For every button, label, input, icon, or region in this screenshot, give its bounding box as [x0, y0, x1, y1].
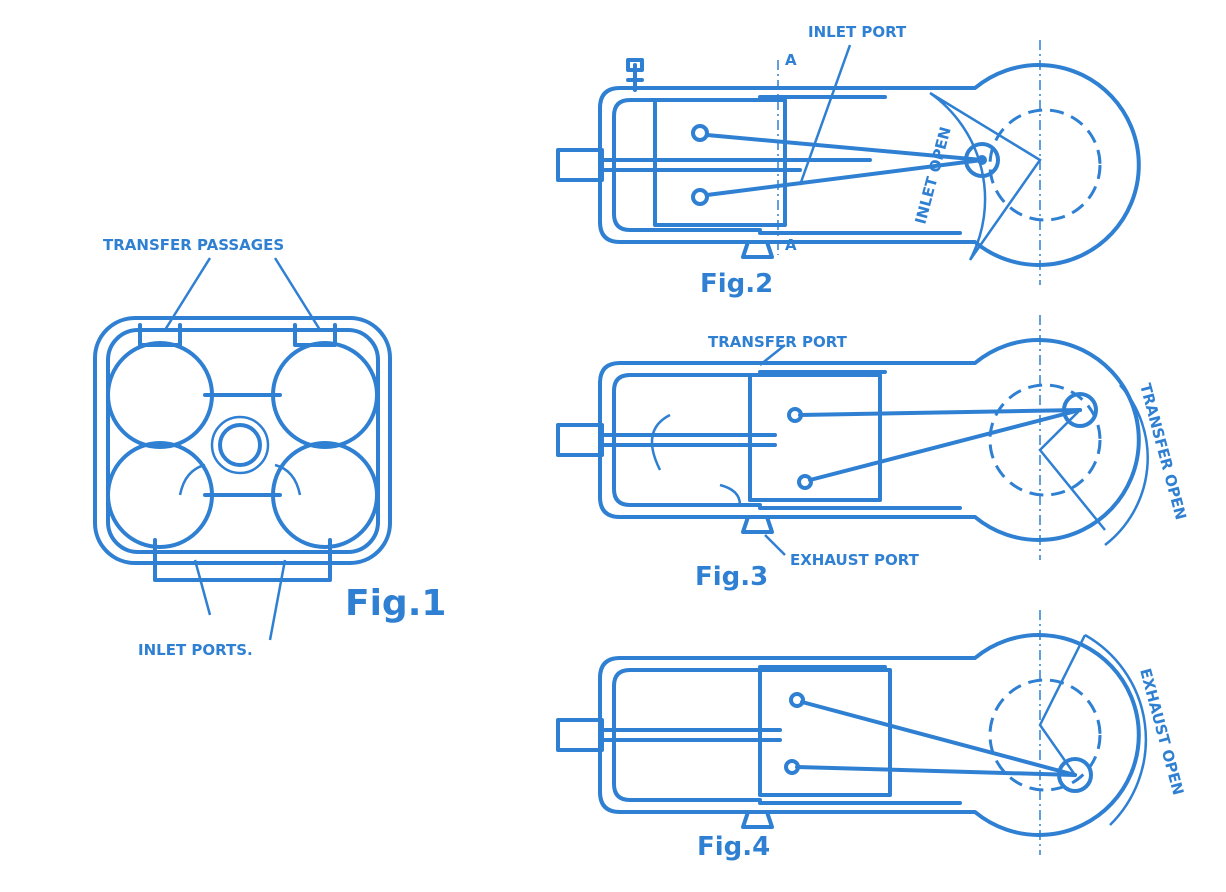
figure-1-caption: Fig.1 — [345, 583, 446, 624]
label-inlet-open: INLET OPEN — [911, 125, 954, 226]
label-transfer-port: TRANSFER PORT — [708, 333, 848, 351]
label-transfer-open: TRANSFER OPEN — [1136, 381, 1190, 521]
figure-2-inlet-open: A A INLET PORT INLET OPEN Fig.2 — [556, 23, 1141, 299]
label-inlet-port: INLET PORT — [808, 23, 907, 41]
label-inlet-ports: INLET PORTS. — [138, 641, 253, 659]
section-mark-bottom: A — [785, 236, 797, 254]
figure-2-caption: Fig.2 — [700, 269, 773, 299]
figure-4-exhaust-open: EXHAUST OPEN Fig.4 — [556, 608, 1187, 862]
label-exhaust-port: EXHAUST PORT — [790, 551, 920, 569]
figure-3-transfer-open: TRANSFER PORT EXHAUST PORT TRANSFER OPEN… — [556, 313, 1190, 592]
label-transfer-passages: TRANSFER PASSAGES — [103, 236, 284, 254]
figure-3-caption: Fig.3 — [695, 562, 768, 592]
figure-4-caption: Fig.4 — [697, 832, 770, 862]
section-mark-top: A — [785, 51, 797, 69]
figure-1-cross-section: TRANSFER PASSAGES INLET PORTS. Fig.1 — [93, 236, 446, 659]
label-exhaust-open: EXHAUST OPEN — [1136, 666, 1187, 797]
